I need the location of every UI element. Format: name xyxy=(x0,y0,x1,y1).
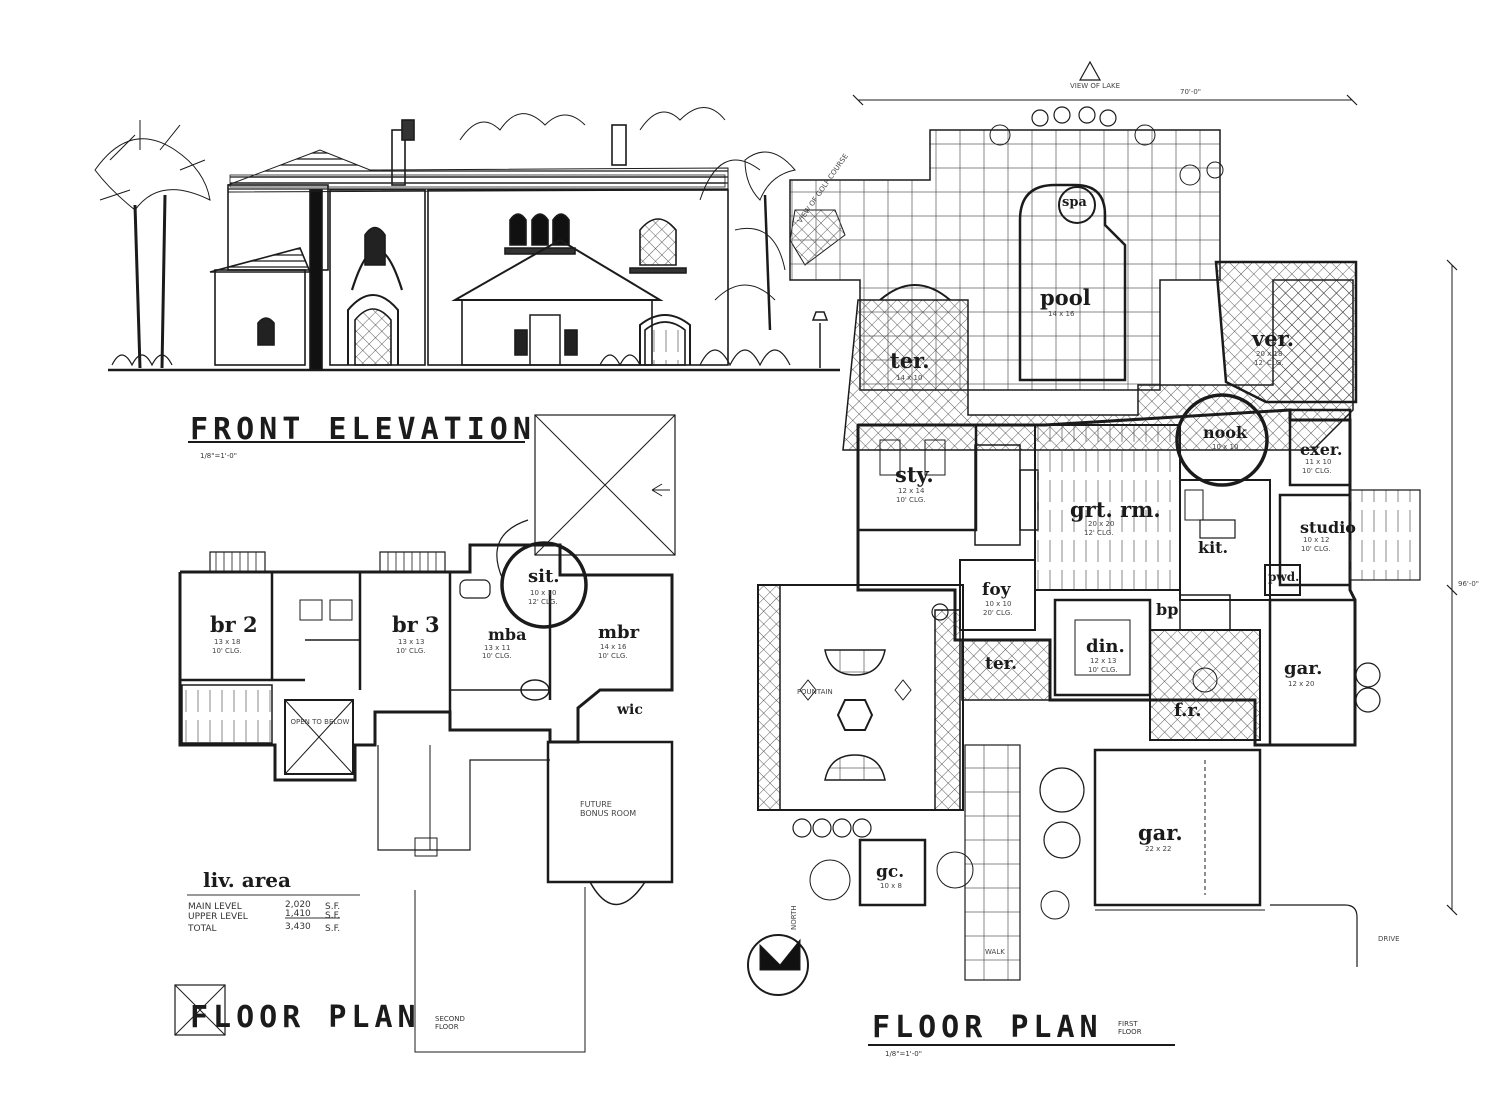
living-area-main-unit: S.F. xyxy=(325,902,341,912)
front-elevation-drawing xyxy=(94,107,846,372)
room-size-mba: 13 x 11 xyxy=(484,644,511,652)
living-area-upper-value: 1,410 xyxy=(285,909,311,919)
room-size-grt-rm: 20 x 20 xyxy=(1088,520,1115,528)
room-label-sty: sty. xyxy=(895,462,934,487)
room-ceiling-sty: 10' CLG. xyxy=(896,496,926,504)
room-label-wic: wic xyxy=(617,702,643,718)
palm-tree-right xyxy=(699,151,796,331)
front-elevation-title: FRONT ELEVATION xyxy=(190,412,536,447)
first-floor-subtitle: FIRST FLOOR xyxy=(1118,1020,1142,1036)
room-ceiling-exer: 10' CLG. xyxy=(1302,467,1332,475)
room-label-fr: f.r. xyxy=(1174,700,1202,721)
fountain-label: FOUNTAIN xyxy=(797,688,833,696)
room-ceiling-studio: 10' CLG. xyxy=(1301,545,1331,553)
room-size-exer: 11 x 10 xyxy=(1305,458,1332,466)
room-label-mbr: mbr xyxy=(598,622,640,643)
north-label: NORTH xyxy=(790,905,798,930)
room-size-studio: 10 x 12 xyxy=(1303,536,1330,544)
room-label-ter-left: ter. xyxy=(890,348,930,373)
first-floor-plan-drawing xyxy=(747,60,1458,1046)
room-ceiling-br3: 10' CLG. xyxy=(396,647,426,655)
living-area-total-label: TOTAL xyxy=(188,924,217,934)
room-label-bp: bp xyxy=(1156,600,1179,619)
room-label-pool: pool xyxy=(1040,285,1091,310)
room-label-mba: mba xyxy=(488,625,527,644)
bonus-room-label: FUTURE BONUS ROOM xyxy=(580,800,637,818)
overall-depth-dimension: 96'-0" xyxy=(1458,580,1480,588)
room-label-nook: nook xyxy=(1203,423,1248,442)
front-elevation-scale: 1/8"=1'-0" xyxy=(200,452,237,460)
first-floor-scale: 1/8"=1'-0" xyxy=(885,1050,922,1058)
drive-label: DRIVE xyxy=(1378,935,1400,943)
room-size-br3: 13 x 13 xyxy=(398,638,425,646)
room-label-gar-main: gar. xyxy=(1138,820,1183,845)
room-ceiling-mba: 10' CLG. xyxy=(482,652,512,660)
room-ceiling-sit: 12' CLG. xyxy=(528,598,558,606)
first-floor-plan-title: FLOOR PLAN xyxy=(872,1010,1103,1045)
room-label-br2: br 2 xyxy=(210,612,258,637)
room-label-studio: studio xyxy=(1300,518,1356,537)
room-label-gar-small: gar. xyxy=(1284,658,1323,679)
room-label-exer: exer. xyxy=(1300,440,1343,459)
room-size-sty: 12 x 14 xyxy=(898,487,925,495)
second-floor-plan-drawing xyxy=(174,414,676,1053)
room-label-sit: sit. xyxy=(528,566,560,587)
room-ceiling-ver: 12' CLG. xyxy=(1254,359,1284,367)
room-size-pool: 14 x 16 xyxy=(1048,310,1075,318)
room-ceiling-din: 10' CLG. xyxy=(1088,666,1118,674)
room-label-gc: gc. xyxy=(876,862,905,882)
living-area-upper-unit: S.F. xyxy=(325,911,341,921)
living-area-main-label: MAIN LEVEL xyxy=(188,902,242,912)
room-label-spa: spa xyxy=(1062,195,1087,210)
room-size-ver: 20 x 18 xyxy=(1256,350,1283,358)
room-size-gc: 10 x 8 xyxy=(880,882,902,890)
room-ceiling-br2: 10' CLG. xyxy=(212,647,242,655)
room-label-kit: kit. xyxy=(1198,538,1229,557)
overall-width-dimension: 70'-0" xyxy=(1180,88,1202,96)
room-size-ter-left: 14 x 10 xyxy=(896,374,923,382)
room-size-din: 12 x 13 xyxy=(1090,657,1117,665)
room-ceiling-grt-rm: 12' CLG. xyxy=(1084,529,1114,537)
room-label-foy: foy xyxy=(982,580,1011,600)
room-label-din: din. xyxy=(1086,636,1125,657)
room-size-gar-small: 12 x 20 xyxy=(1288,680,1315,688)
room-size-mbr: 14 x 16 xyxy=(600,643,627,651)
room-label-br3: br 3 xyxy=(392,612,440,637)
room-size-foy: 10 x 10 xyxy=(985,600,1012,608)
living-area-main-value: 2,020 xyxy=(285,900,311,910)
living-area-upper-label: UPPER LEVEL xyxy=(188,912,248,922)
room-size-gar-main: 22 x 22 xyxy=(1145,845,1172,853)
room-ceiling-mbr: 10' CLG. xyxy=(598,652,628,660)
room-ceiling-foy: 20' CLG. xyxy=(983,609,1013,617)
second-floor-plan-title: FLOOR PLAN xyxy=(190,1000,421,1035)
room-label-grt-rm: grt. rm. xyxy=(1070,497,1161,522)
living-area-title: liv. area xyxy=(203,868,291,892)
room-label-ter-front: ter. xyxy=(985,654,1017,674)
room-label-ver: ver. xyxy=(1252,326,1295,351)
room-size-sit: 10 x 10 xyxy=(530,589,557,597)
room-size-nook: 10 x 10 xyxy=(1212,443,1239,451)
palm-tree-left xyxy=(94,120,211,369)
second-floor-subtitle: SECOND FLOOR xyxy=(435,1015,465,1031)
living-area-total-unit: S.F. xyxy=(325,924,341,934)
living-area-total-value: 3,430 xyxy=(285,922,311,932)
room-size-br2: 13 x 18 xyxy=(214,638,241,646)
walk-label: WALK xyxy=(985,948,1005,956)
view-of-lake-label: VIEW OF LAKE xyxy=(1070,82,1121,90)
open-to-below-label: OPEN TO BELOW xyxy=(290,718,350,726)
room-label-pwd: pwd. xyxy=(1268,570,1300,584)
